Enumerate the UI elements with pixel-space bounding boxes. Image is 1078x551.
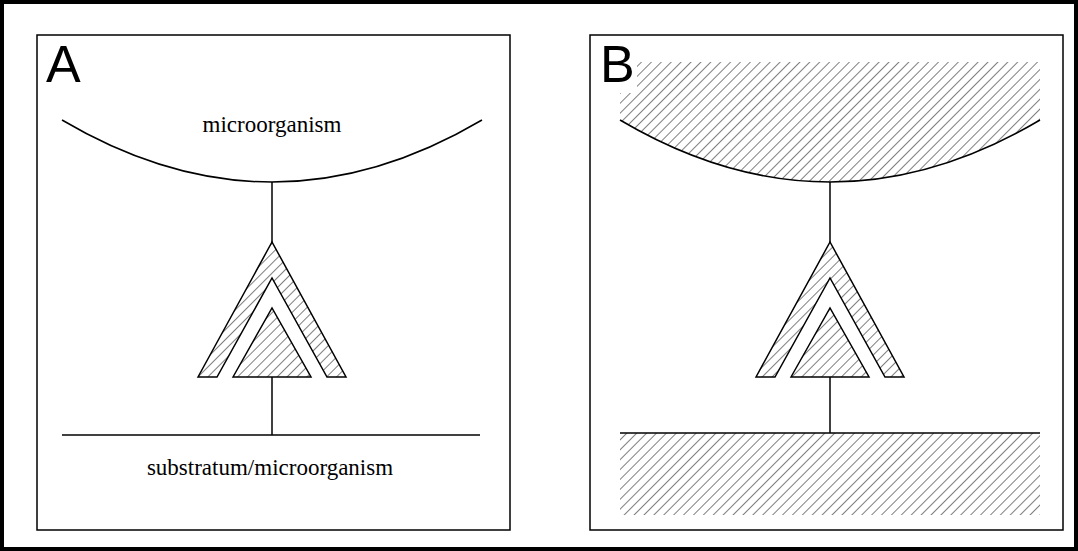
panel-b [590,35,1063,530]
panel-letter: B [598,36,637,93]
organism-label: microorganism [203,112,342,137]
panel-letter: A [46,36,81,93]
panel-a [37,35,510,530]
substratum-label: substratum/microorganism [147,455,393,480]
